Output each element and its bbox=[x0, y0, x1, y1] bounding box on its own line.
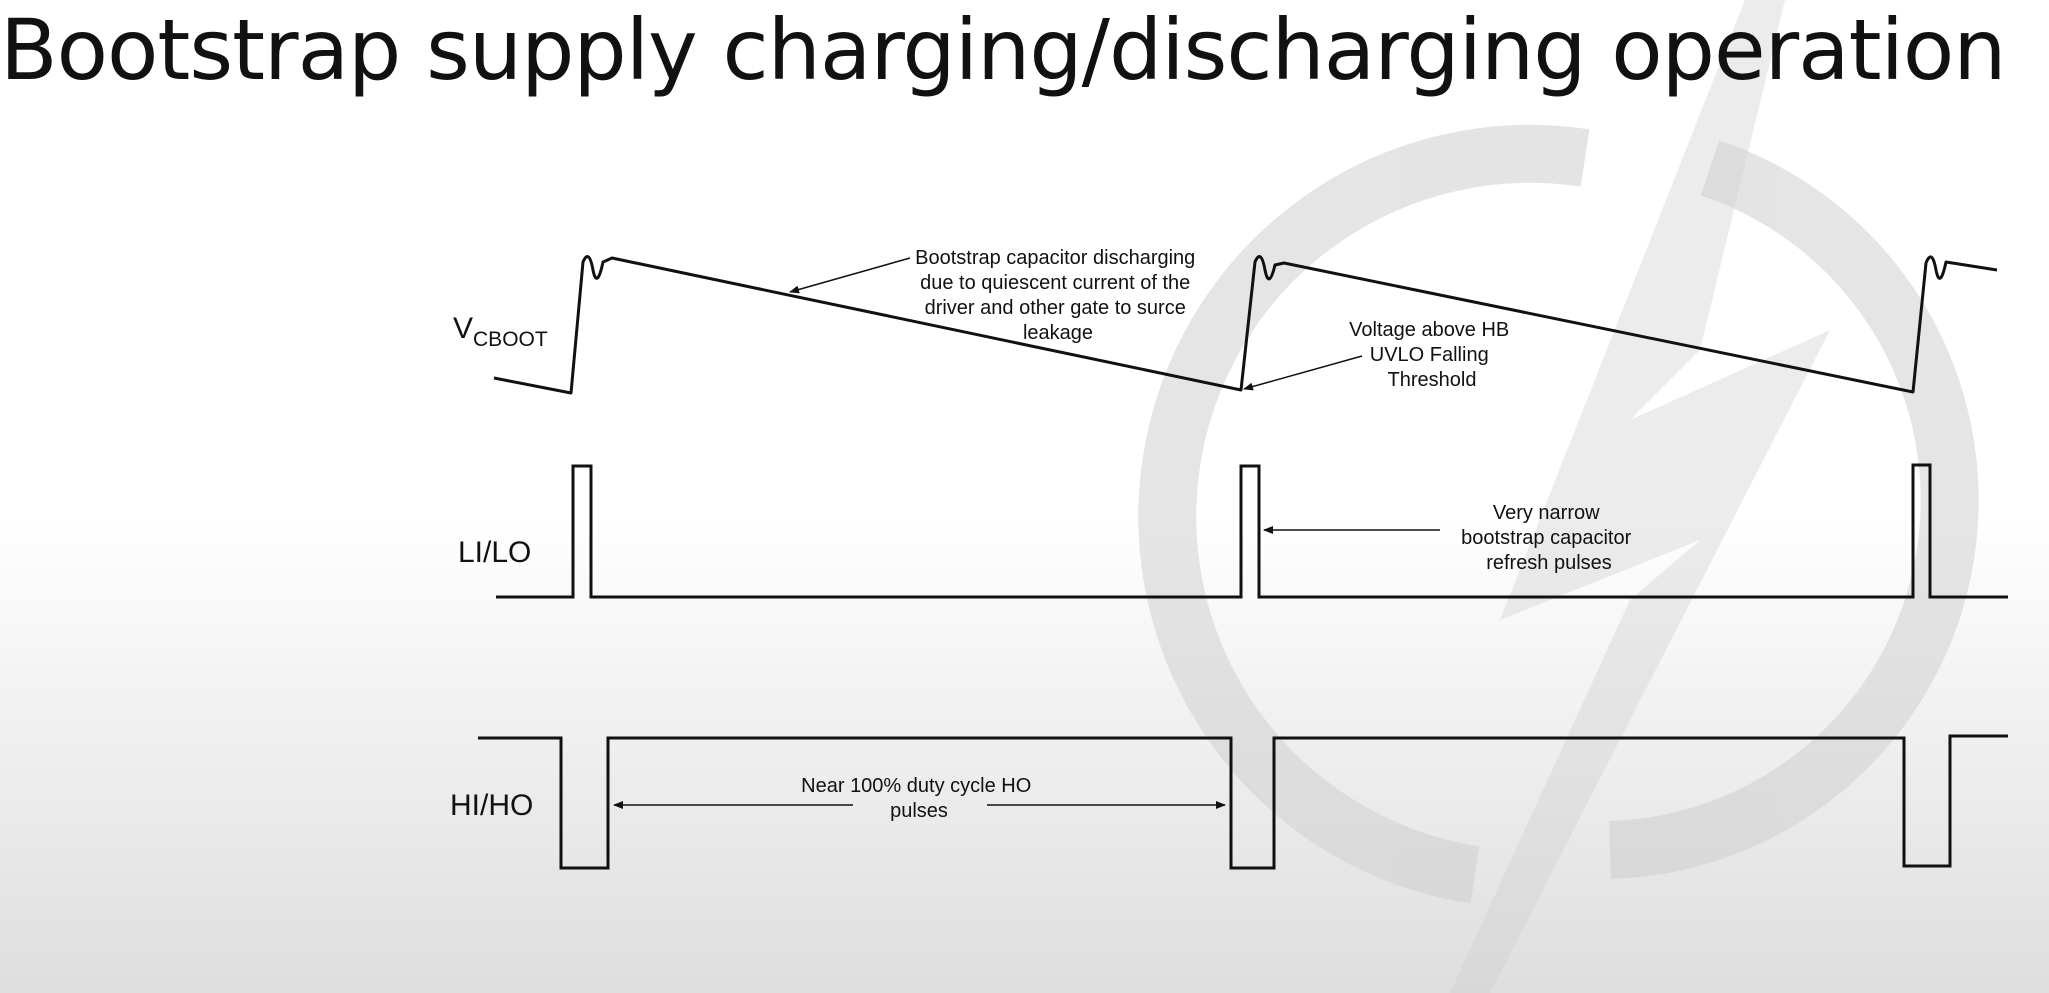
discharge-line-3: driver and other gate to surce bbox=[925, 297, 1186, 319]
refresh-annotation: Very narrow bootstrap capacitor refresh … bbox=[1461, 502, 1637, 574]
refresh-line-1: Very narrow bbox=[1493, 502, 1600, 524]
hiho-label: HI/HO bbox=[450, 789, 533, 822]
vcboot-label: VCBOOT bbox=[453, 312, 548, 351]
duty-line-1: Near 100% duty cycle HO bbox=[801, 775, 1031, 797]
refresh-line-3: refresh pulses bbox=[1486, 552, 1612, 574]
uvlo-line-1: Voltage above HB bbox=[1349, 319, 1509, 341]
duty-annotation: Near 100% duty cycle HO pulses bbox=[801, 775, 1037, 822]
uvlo-line-3: Threshold bbox=[1388, 369, 1477, 391]
refresh-line-2: bootstrap capacitor bbox=[1461, 527, 1631, 549]
uvlo-line-2: UVLO Falling bbox=[1370, 344, 1489, 366]
hiho-waveform bbox=[478, 734, 2008, 870]
discharge-line-1: Bootstrap capacitor discharging bbox=[915, 247, 1195, 269]
discharge-arrow bbox=[789, 257, 911, 294]
lilo-label: LI/LO bbox=[458, 536, 531, 569]
uvlo-annotation: Voltage above HB UVLO Falling Threshold bbox=[1349, 319, 1515, 391]
vcboot-waveform bbox=[493, 255, 1998, 395]
discharge-line-4: leakage bbox=[1023, 322, 1093, 344]
vcboot-label-main: V bbox=[453, 312, 473, 345]
slide-title: Bootstrap supply charging/discharging op… bbox=[0, 1, 2007, 99]
vcboot-label-sub: CBOOT bbox=[473, 328, 548, 351]
duty-line-2: pulses bbox=[890, 800, 948, 822]
lilo-waveform bbox=[496, 463, 2008, 599]
discharge-line-2: due to quiescent current of the bbox=[920, 272, 1190, 294]
discharge-annotation: Bootstrap capacitor discharging due to q… bbox=[915, 247, 1201, 344]
uvlo-arrow bbox=[1243, 355, 1363, 391]
